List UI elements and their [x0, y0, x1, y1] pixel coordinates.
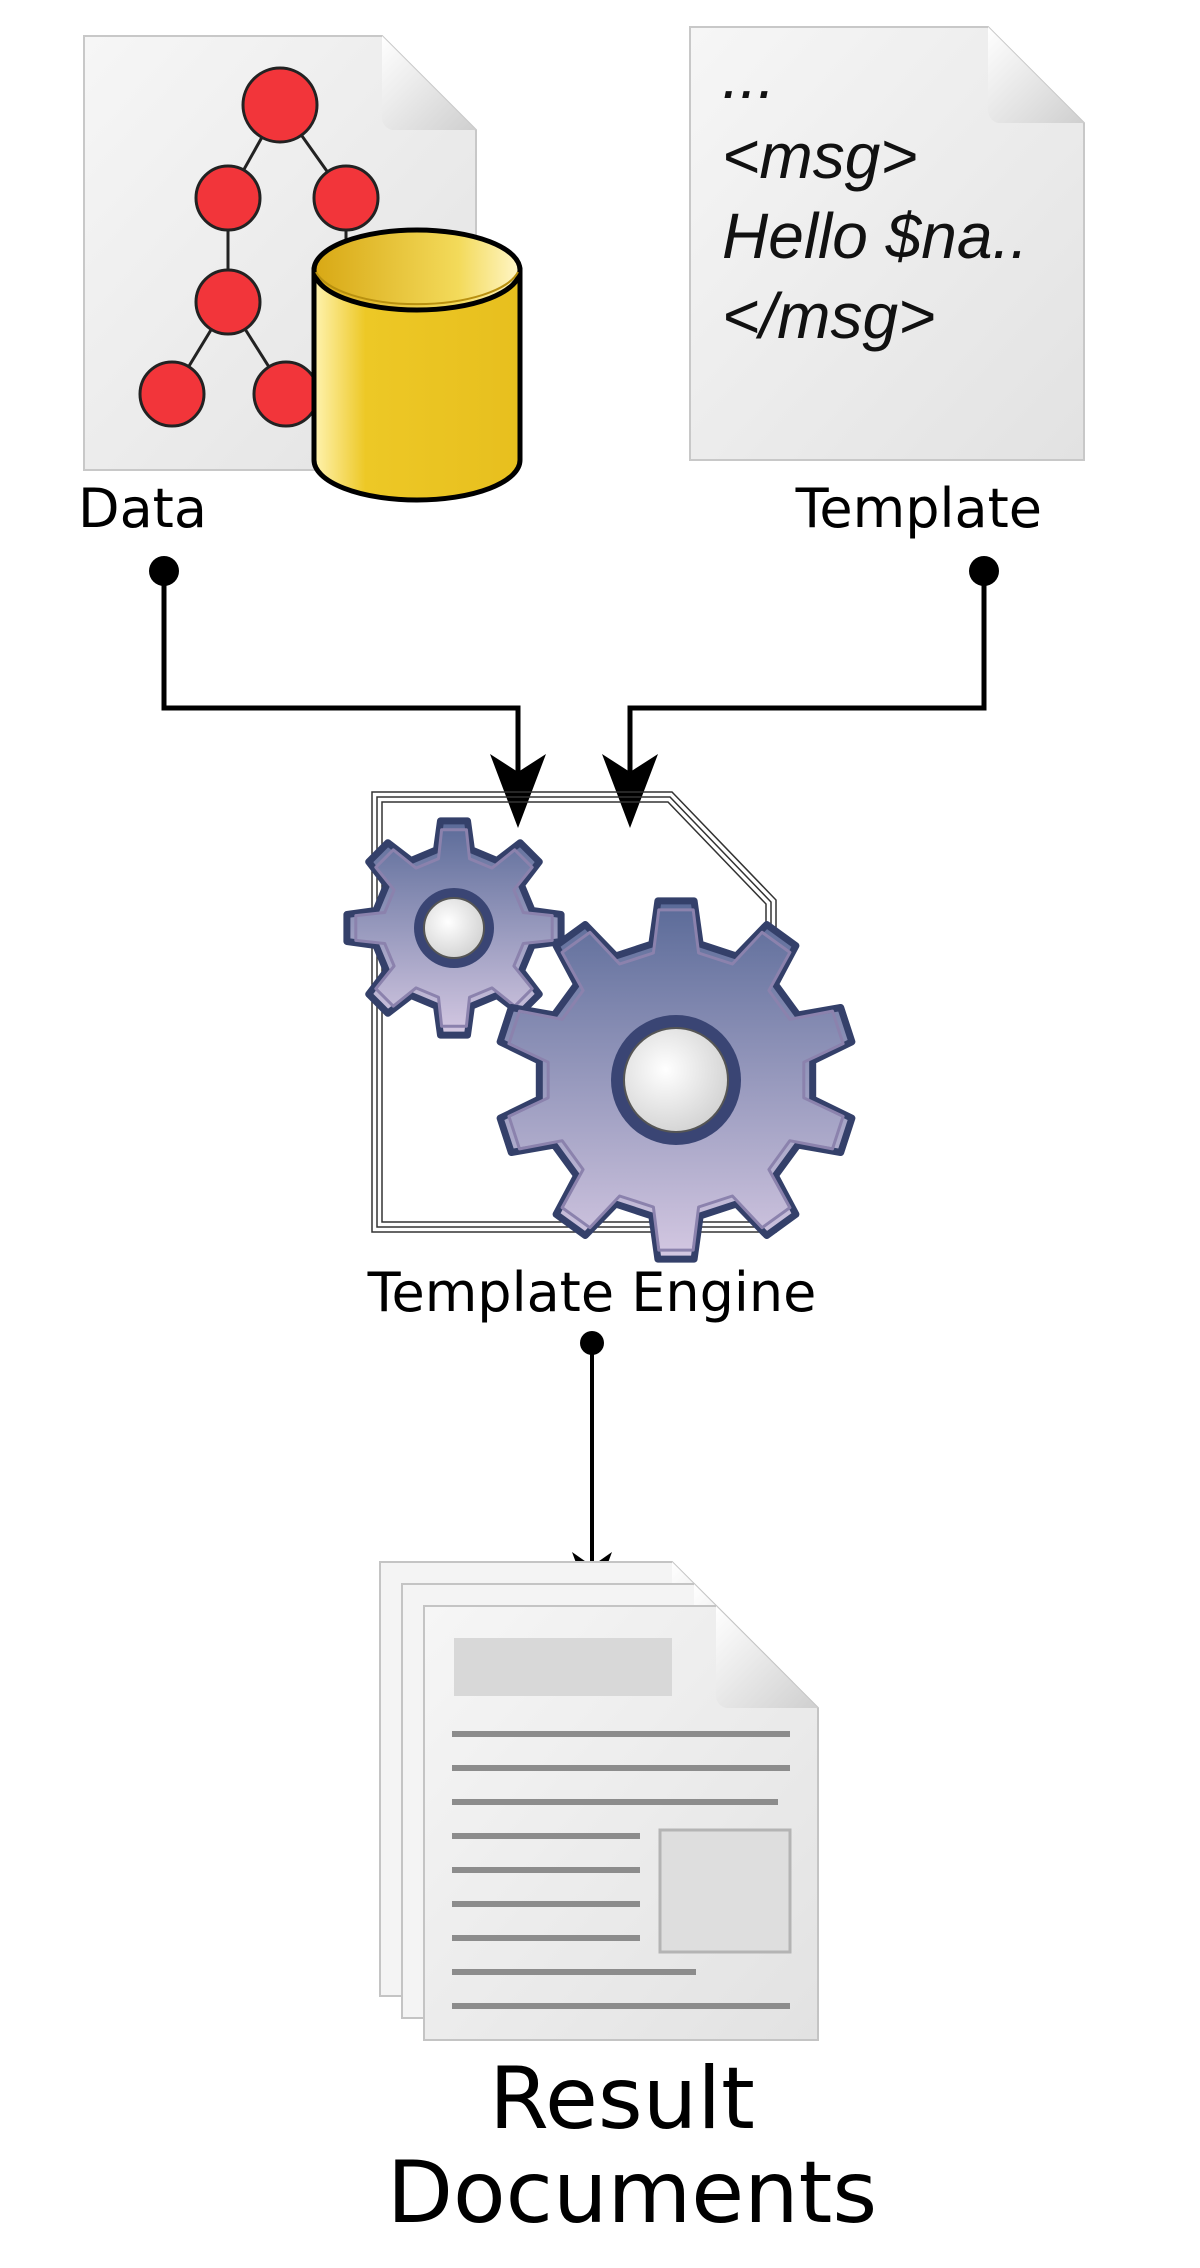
template-document-icon [689, 26, 1085, 461]
template-document-fold [988, 27, 1084, 123]
template-engine-icon [343, 791, 856, 1263]
template-line-4: </msg> [722, 280, 935, 352]
result-label-line2: Documents [387, 2143, 877, 2243]
gear-highlight [354, 828, 554, 1028]
arrow-down-icon [602, 754, 658, 828]
template-line-3: Hello $na.. [722, 200, 1028, 272]
template-icon: ... <msg> Hello $na.. </msg> [689, 26, 1085, 461]
result-label-line1: Result [489, 2049, 755, 2149]
tree-node-icon [138, 360, 206, 428]
gear-hub-hole [423, 897, 485, 959]
tree-node-icon [312, 164, 380, 232]
small-gear-icon [343, 817, 565, 1039]
template-engine-label: Template Engine [367, 1261, 817, 1324]
gear-hub-hole [623, 1027, 729, 1133]
data-document-fold [382, 36, 476, 130]
tree-node-icon [194, 164, 262, 232]
page-image-placeholder [658, 1828, 792, 1954]
template-line-1: ... [722, 40, 775, 112]
database-icon [311, 227, 523, 503]
connectors-top [161, 571, 987, 778]
arrow-down-icon [490, 754, 546, 828]
page-text-lines [452, 1731, 790, 2009]
large-gear-icon [496, 897, 856, 1263]
data-icon [83, 35, 523, 503]
template-line-2: <msg> [722, 120, 918, 192]
result-documents-icon [379, 1561, 819, 2041]
data-connector-dot [149, 556, 179, 586]
tree-node-icon [252, 360, 320, 428]
gear-highlight [507, 908, 845, 1252]
data-label: Data [78, 477, 207, 540]
front-page [423, 1605, 819, 2041]
page-header-block [454, 1638, 672, 1696]
tree-node-icon [194, 268, 262, 336]
template-label: Template [795, 477, 1042, 540]
template-connector-dot [969, 556, 999, 586]
tree-node-icon [241, 66, 319, 144]
